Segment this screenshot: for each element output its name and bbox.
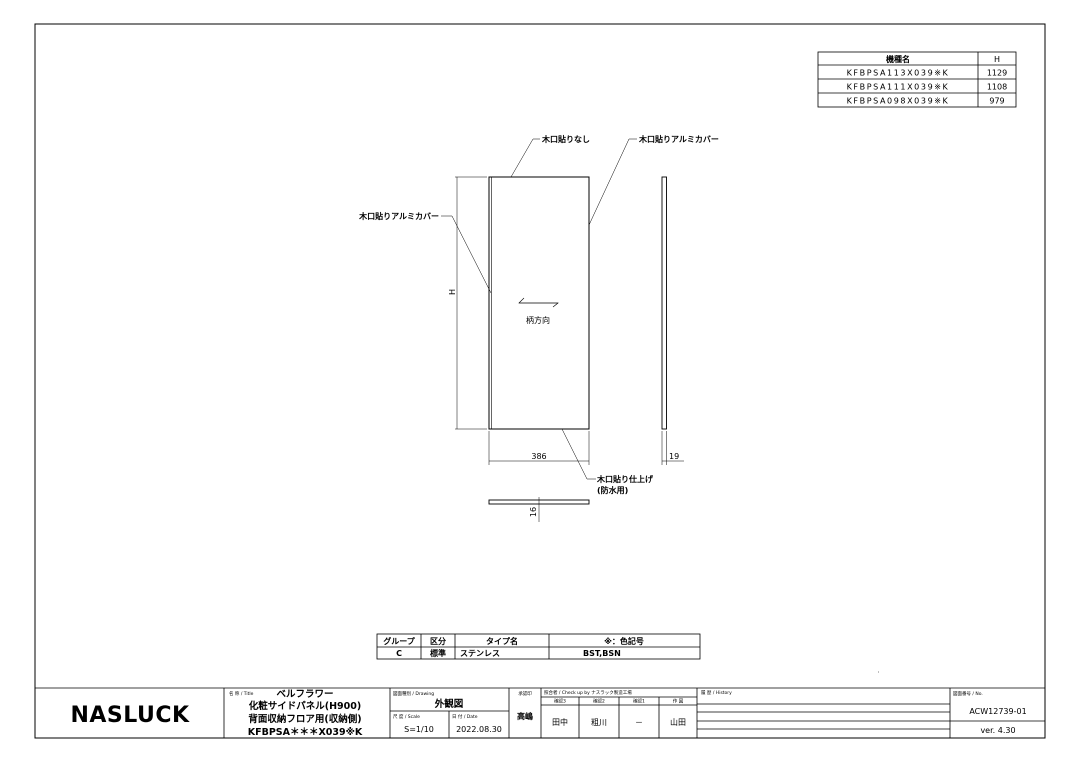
leader-lines — [441, 138, 637, 480]
drawing-no-value: ACW12739-01 — [969, 707, 1026, 716]
approve-label: 承認印 — [518, 690, 532, 697]
model-row-2-model: KFBPSA111X039※K — [847, 83, 950, 92]
model-table-header-h: H — [994, 55, 1000, 64]
title-line3: 背面収納フロア用(収納側) — [248, 713, 361, 725]
model-row-3-h: 979 — [989, 97, 1004, 106]
group-header-type: タイプ名 — [486, 636, 518, 646]
check-value-2: 粗川 — [591, 717, 607, 727]
group-header-category: 区分 — [430, 636, 446, 646]
dimension-side-thickness-label: 19 — [669, 452, 679, 461]
group-value-color: BST,BSN — [583, 649, 621, 658]
scale-label: 尺 度 / Scale — [393, 713, 420, 720]
label-top-right: 木口貼りアルミカバー — [638, 134, 719, 144]
drawing-value: 外観図 — [434, 698, 464, 710]
model-table — [817, 51, 1017, 108]
grain-direction-arrow — [518, 297, 559, 308]
model-row-3-model: KFBPSA098X039※K — [847, 97, 950, 106]
label-top-center: 木口貼りなし — [541, 134, 590, 144]
title-block — [35, 687, 1045, 738]
date-label: 日 付 / Date — [452, 713, 478, 720]
model-table-header-model: 機種名 — [886, 54, 910, 64]
group-header-group: グループ — [383, 636, 416, 646]
model-row-2-h: 1108 — [987, 83, 1007, 92]
nasluck-logo: NASLUCK — [70, 703, 190, 728]
check-value-4: 山田 — [670, 717, 686, 727]
panel-front-view — [488, 176, 590, 430]
check-header-2: 確認2 — [593, 698, 605, 705]
drawing-label: 図面種別 / Drawing — [393, 690, 434, 697]
title-label: 名 称 / Title — [229, 690, 254, 697]
dimension-width — [488, 431, 590, 465]
group-value-type: ステンレス — [460, 649, 500, 658]
group-value-group: C — [396, 649, 402, 658]
history-label: 履 歴 / History — [701, 690, 732, 696]
title-line4: KFBPSA＊＊＊X039※K — [248, 727, 363, 738]
sheet-border — [34, 23, 1046, 739]
check-header-1: 確認3 — [554, 698, 566, 705]
model-row-1-model: KFBPSA113X039※K — [847, 69, 950, 78]
check-header-4: 作 図 — [673, 698, 684, 705]
group-header-color: ※：色記号 — [604, 636, 644, 646]
version: ver. 4.30 — [980, 726, 1015, 735]
check-value-1: 田中 — [552, 717, 568, 727]
label-left: 木口貼りアルミカバー — [358, 211, 439, 221]
dimension-width-label: 386 — [531, 452, 546, 461]
label-bottom-line1: 木口貼り仕上げ — [596, 474, 654, 484]
dimension-side-thickness — [661, 431, 684, 465]
model-row-1-h: 1129 — [987, 69, 1007, 78]
dimension-h — [455, 176, 487, 430]
group-value-category: 標準 — [430, 648, 446, 658]
check-value-3: － — [635, 718, 643, 727]
approve-value: 高嶋 — [517, 711, 533, 721]
panel-side-view — [661, 176, 667, 430]
group-table — [376, 633, 701, 660]
date-value: 2022.08.30 — [456, 725, 502, 734]
panel-bottom-view — [488, 497, 590, 522]
title-line2: 化粧サイドパネル(H900) — [249, 700, 361, 712]
dimension-bottom-thickness-label: 16 — [529, 507, 538, 517]
grain-direction-label: 柄方向 — [526, 315, 550, 325]
check-label: 照合者 / Check up by ナスラック製造工場 — [544, 689, 632, 696]
check-header-3: 確認1 — [633, 698, 645, 705]
label-bottom-line2: (防水用) — [597, 485, 628, 495]
drawing-no-label: 図面番号 / No. — [953, 690, 983, 697]
scale-value: S=1/10 — [404, 725, 434, 734]
dimension-h-label: H — [448, 289, 457, 295]
title-main: ベルフラワー — [276, 689, 333, 700]
